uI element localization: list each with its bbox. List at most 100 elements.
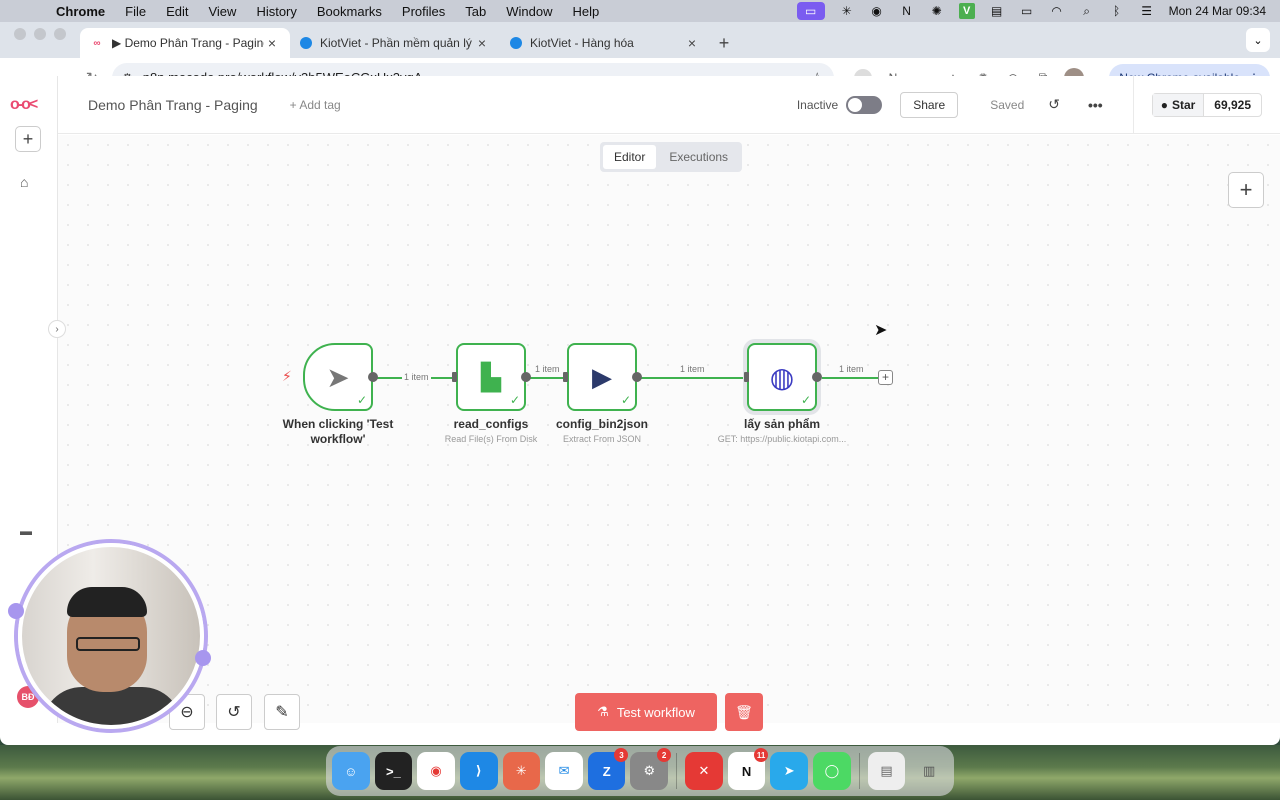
file-disk-icon: ▙ bbox=[481, 361, 501, 392]
minimize-window-button[interactable] bbox=[34, 28, 46, 40]
node-config-bin2json[interactable]: ▶ ✓ bbox=[567, 343, 637, 411]
more-options-icon[interactable]: ••• bbox=[1087, 96, 1103, 113]
search-icon[interactable]: ⌕ bbox=[1083, 3, 1090, 18]
add-tag-link[interactable]: + Add tag bbox=[289, 97, 341, 112]
webcam-handle[interactable] bbox=[8, 603, 24, 619]
menu-tab[interactable]: Tab bbox=[465, 3, 487, 19]
github-star-text: Star bbox=[1171, 97, 1196, 112]
menu-window[interactable]: Window bbox=[506, 3, 553, 19]
sidebar-add-button[interactable]: + bbox=[15, 126, 41, 152]
node-subtitle: Read File(s) From Disk bbox=[444, 434, 538, 444]
v-app-icon[interactable]: V bbox=[958, 3, 975, 19]
node-lay-san-pham[interactable]: ◍ ✓ bbox=[747, 343, 817, 411]
workflow-name[interactable]: Demo Phân Trang - Paging bbox=[88, 96, 258, 113]
node-label: lấy sản phẩm bbox=[743, 417, 821, 431]
trash-bin-icon[interactable]: ▥ bbox=[922, 763, 936, 778]
sparkle-icon[interactable]: ✳ bbox=[841, 4, 852, 18]
trash-icon[interactable]: 🗑 bbox=[725, 693, 763, 731]
menu-history[interactable]: History bbox=[256, 3, 297, 19]
cursor-pointer-icon: ➤ bbox=[326, 361, 350, 393]
share-button[interactable]: Share bbox=[900, 91, 959, 118]
kiotviet-favicon-icon bbox=[510, 37, 522, 49]
tab-editor[interactable]: Editor bbox=[603, 145, 657, 169]
tab-demo-phan-trang[interactable]: ∞ ▶ Demo Phân Trang - Paging × bbox=[80, 28, 290, 58]
node-read-configs[interactable]: ▙ ✓ bbox=[456, 343, 526, 411]
tidy-up-icon[interactable]: ✎ bbox=[264, 694, 300, 730]
sidebar-expand-chevron-icon[interactable]: › bbox=[48, 320, 66, 338]
close-tab-icon[interactable]: × bbox=[267, 35, 277, 51]
templates-box-icon[interactable]: ▬ bbox=[20, 524, 32, 538]
chrome-tray-icon[interactable]: ◉ bbox=[871, 4, 882, 18]
github-star-label: ●Star bbox=[1152, 93, 1205, 116]
history-icon[interactable]: ↺ bbox=[1048, 96, 1060, 112]
input-port[interactable] bbox=[452, 372, 457, 382]
settings-icon[interactable]: ⚙2 bbox=[630, 748, 672, 790]
bluetooth-icon[interactable]: ᛒ bbox=[1113, 4, 1121, 18]
menu-help[interactable]: Help bbox=[572, 3, 600, 19]
output-port[interactable] bbox=[812, 372, 822, 382]
tab-kiotviet-phan-mem[interactable]: KiotViet - Phần mềm quản lý × bbox=[290, 28, 500, 58]
workflow-canvas[interactable] bbox=[58, 135, 1280, 723]
menu-file[interactable]: File bbox=[125, 3, 147, 19]
mouse-cursor-icon: ➤ bbox=[874, 322, 888, 339]
tab-title: ▶ Demo Phân Trang - Paging bbox=[112, 36, 264, 50]
menubar-clock[interactable]: Mon 24 Mar 09:34 bbox=[1168, 4, 1266, 18]
menu-app-name[interactable]: Chrome bbox=[56, 3, 106, 19]
saved-status: Saved bbox=[990, 97, 1025, 112]
gear-tray-icon[interactable]: ✺ bbox=[931, 4, 942, 18]
github-star-button[interactable]: ●Star 69,925 bbox=[1151, 92, 1262, 117]
claude-icon[interactable]: ✳ bbox=[502, 752, 541, 790]
user-avatar[interactable]: BĐ bbox=[17, 686, 39, 708]
output-port[interactable] bbox=[632, 372, 642, 382]
battery-icon[interactable]: ▭ bbox=[1020, 4, 1033, 18]
input-port[interactable] bbox=[563, 372, 568, 382]
control-center-icon[interactable]: ☰ bbox=[1141, 4, 1152, 18]
menu-bookmarks[interactable]: Bookmarks bbox=[316, 3, 382, 19]
tab-executions[interactable]: Executions bbox=[669, 150, 729, 164]
menu-view[interactable]: View bbox=[208, 3, 237, 19]
test-workflow-button[interactable]: ⚗ Test workflow bbox=[575, 693, 717, 731]
new-tab-button[interactable]: + bbox=[718, 32, 730, 53]
wifi-icon[interactable]: ◠ bbox=[1051, 4, 1062, 18]
n8n-logo-icon[interactable]: o-o< bbox=[10, 96, 38, 113]
tab-kiotviet-hang-hoa[interactable]: KiotViet - Hàng hóa × bbox=[500, 28, 710, 58]
close-window-button[interactable] bbox=[14, 28, 26, 40]
terminal-icon[interactable]: >_ bbox=[374, 752, 413, 790]
connection-line[interactable] bbox=[641, 377, 744, 379]
notion-tray-icon[interactable]: N bbox=[902, 4, 911, 18]
zoom-window-button[interactable] bbox=[54, 28, 66, 40]
webcam-overlay bbox=[18, 543, 204, 729]
xmind-icon[interactable]: ✕ bbox=[685, 752, 723, 790]
reset-zoom-icon[interactable]: ↺ bbox=[216, 694, 252, 730]
home-icon[interactable]: ⌂ bbox=[20, 174, 29, 190]
screen-record-icon[interactable]: ▭ bbox=[796, 2, 825, 20]
input-port[interactable] bbox=[744, 372, 749, 382]
menu-profiles[interactable]: Profiles bbox=[401, 3, 446, 19]
connection-line[interactable] bbox=[530, 377, 563, 379]
output-port[interactable] bbox=[368, 372, 378, 382]
telegram-icon[interactable]: ➤ bbox=[770, 752, 809, 790]
finder-icon[interactable]: ☺ bbox=[332, 752, 370, 790]
webcam-handle[interactable] bbox=[195, 650, 211, 666]
messenger-icon[interactable]: ✉ bbox=[545, 752, 583, 790]
output-port[interactable] bbox=[521, 372, 531, 382]
messages-icon[interactable]: ◯ bbox=[813, 752, 851, 790]
connection-item-count: 1 item bbox=[402, 372, 431, 382]
add-next-node-button[interactable]: + bbox=[878, 370, 893, 385]
github-star-widget: ●Star 69,925 bbox=[1132, 75, 1280, 134]
documents-icon[interactable]: ▤ bbox=[867, 752, 906, 790]
close-tab-icon[interactable]: × bbox=[477, 35, 487, 51]
menu-edit[interactable]: Edit bbox=[166, 3, 189, 19]
n8n-app: o-o< + ⌂ ▬ BĐ Demo Phân Trang - Paging +… bbox=[0, 75, 1280, 723]
tab-search-chevron-icon[interactable]: ⌄ bbox=[1246, 28, 1270, 52]
close-tab-icon[interactable]: × bbox=[687, 35, 697, 51]
vscode-icon[interactable]: ⟩ bbox=[459, 752, 498, 790]
node-manual-trigger[interactable]: ➤ ✓ bbox=[303, 343, 373, 411]
chrome-icon[interactable]: ◉ bbox=[417, 752, 455, 790]
connection-line[interactable] bbox=[822, 377, 878, 379]
canvas-add-node-button[interactable]: + bbox=[1228, 172, 1264, 208]
active-toggle[interactable] bbox=[846, 95, 883, 114]
display-icon[interactable]: ▤ bbox=[990, 4, 1003, 18]
